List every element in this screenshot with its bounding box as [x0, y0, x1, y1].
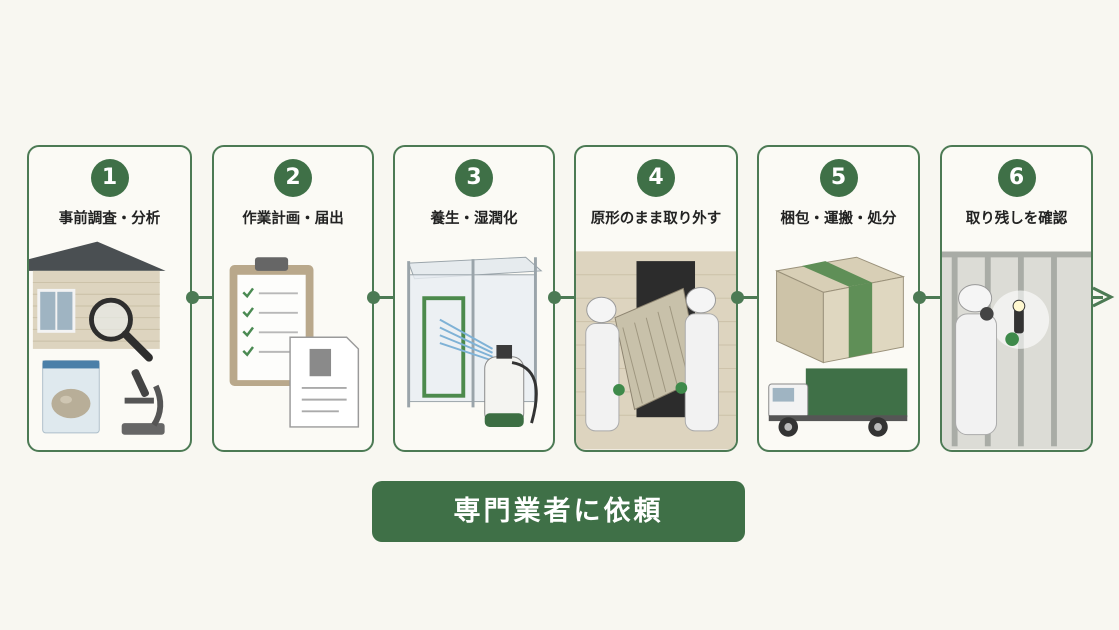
connector-line [374, 296, 393, 299]
packing-transport-illustration [768, 256, 908, 437]
connector-dot [548, 291, 561, 304]
step-title: 事前調査・分析 [58, 211, 161, 227]
step-card-1: 1 事前調査・分析 [27, 145, 192, 452]
connector-line [192, 296, 212, 299]
connector-line [738, 296, 757, 299]
survey-analysis-illustration [29, 241, 166, 435]
connector-line [920, 296, 940, 299]
plan-notification-illustration [229, 257, 360, 428]
step-title: 梱包・運搬・処分 [780, 211, 897, 227]
step-number-badge: 2 [274, 159, 312, 197]
connector-dot [913, 291, 926, 304]
step-number-badge: 3 [455, 159, 493, 197]
step-card-6: 6 取り残しを確認 [940, 145, 1093, 452]
step-title: 作業計画・届出 [242, 211, 344, 227]
arrow-right-icon [1092, 286, 1115, 308]
step-number-badge: 5 [819, 159, 858, 197]
step-title: 原形のまま取り外す [590, 211, 722, 227]
connector-line [555, 296, 574, 299]
step-number-badge: 6 [997, 159, 1036, 197]
connector-line [1093, 296, 1103, 299]
step-title: 養生・湿潤化 [430, 211, 518, 227]
step-title: 取り残しを確認 [965, 211, 1068, 227]
request-specialist-button[interactable]: 専門業者に依頼 [372, 481, 745, 542]
step-number-badge: 1 [90, 159, 129, 197]
connector-dot [186, 291, 199, 304]
removal-illustration [576, 251, 736, 450]
step-number-badge: 4 [637, 159, 675, 197]
step-card-2: 2 作業計画・届出 [212, 145, 374, 452]
residual-check-illustration [942, 251, 1091, 450]
curing-wetting-illustration [407, 256, 543, 427]
connector-dot [731, 291, 744, 304]
step-card-3: 3 養生・湿潤化 [393, 145, 555, 452]
connector-dot [367, 291, 380, 304]
step-card-4: 4 原形のまま取り外す [574, 145, 738, 452]
step-card-5: 5 梱包・運搬・処分 [757, 145, 920, 452]
